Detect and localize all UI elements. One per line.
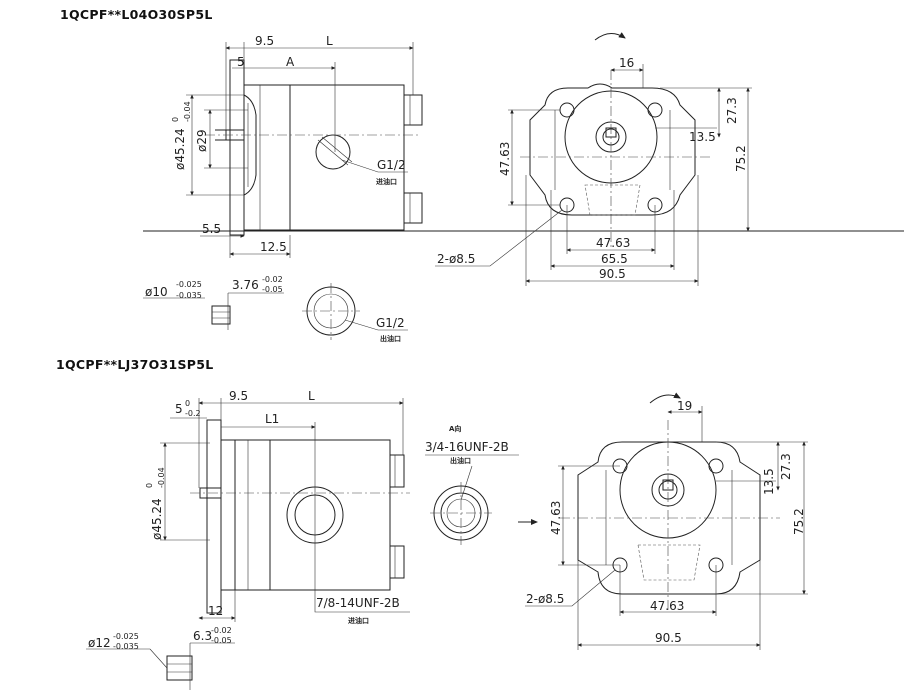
tol-5-lo: -0.2 — [185, 409, 201, 418]
side-view-2: 9.5 L 5 0 -0.2 L1 ø45.24 0 -0.04 12 7/8-… — [145, 389, 410, 625]
dim-13-5-2: 13.5 — [762, 468, 776, 495]
key-width-2: 6.3 — [193, 629, 212, 643]
dim-47-63-h-2: 47.63 — [650, 599, 684, 613]
shaft-diameter-1: ø10 — [145, 285, 168, 299]
dim-47-63-v-2: 47.63 — [549, 501, 563, 535]
dim-27-3-2: 27.3 — [779, 453, 793, 480]
dim-16: 16 — [619, 56, 634, 70]
outlet-label-2: 3/4-16UNF-2B — [425, 440, 509, 454]
outlet-detail-2: A向 3/4-16UNF-2B 出油口 — [425, 424, 519, 545]
outlet-detail-1: G1/2 出油口 — [302, 283, 408, 343]
shaft-detail-1: ø10 -0.025 -0.035 3.76 -0.02 -0.05 — [143, 275, 284, 330]
key-tol-lo-2: -0.05 — [211, 636, 232, 645]
view-a-label: A向 — [449, 424, 461, 433]
key-width-1: 3.76 — [232, 278, 259, 292]
tol-d45-hi-2: 0 — [145, 483, 154, 488]
holes-label-2: 2-ø8.5 — [526, 592, 564, 606]
dim-47-63-h-1: 47.63 — [596, 236, 630, 250]
outlet-label-1: G1/2 — [376, 316, 405, 330]
dim-L1: L1 — [265, 412, 279, 426]
dim-19: 19 — [677, 399, 692, 413]
tol-d45-lo: -0.04 — [183, 101, 192, 122]
shaft-detail-2: ø12 -0.025 -0.035 6.3 -0.02 -0.05 — [86, 626, 235, 690]
inlet-port-label-2: 7/8-14UNF-2B — [316, 596, 400, 610]
dim-75-2: 75.2 — [734, 145, 748, 172]
dim-12: 12 — [208, 604, 223, 618]
dim-9-5: 9.5 — [255, 34, 274, 48]
dim-d45: ø45.24 — [173, 128, 187, 170]
dim-65-5: 65.5 — [601, 252, 628, 266]
dim-27-3: 27.3 — [725, 97, 739, 124]
inlet-port-label-1: G1/2 — [377, 158, 406, 172]
dim-12-5: 12.5 — [260, 240, 287, 254]
front-view-1: 16 27.3 13.5 75.2 47.63 47.63 65.5 90.5 … — [435, 32, 752, 286]
rotation-arrow-icon-2 — [649, 392, 681, 404]
dim-90-5-2: 90.5 — [655, 631, 682, 645]
dim-d45-2: ø45.24 — [150, 498, 164, 540]
dim-L-2: L — [308, 389, 315, 403]
shaft-tol-hi-2: -0.025 — [113, 632, 139, 641]
tol-d45-lo-2: -0.04 — [157, 467, 166, 488]
shaft-diameter-2: ø12 — [88, 636, 111, 650]
outlet-cn-1: 出油口 — [380, 334, 401, 343]
dim-13-5: 13.5 — [689, 130, 716, 144]
inlet-port-cn-2: 进油口 — [348, 616, 369, 625]
key-tol-lo-1: -0.05 — [262, 285, 283, 294]
dim-5: 5 — [237, 55, 245, 69]
dim-A: A — [286, 55, 295, 69]
key-tol-hi-1: -0.02 — [262, 275, 283, 284]
dim-L: L — [326, 34, 333, 48]
dim-47-63-v-1: 47.63 — [498, 142, 512, 176]
outlet-cn-2: 出油口 — [450, 456, 471, 465]
side-view-1: 9.5 L 5 A ø45.24 0 -0.04 ø29 5.5 12.5 G1… — [143, 34, 904, 258]
key-tol-hi-2: -0.02 — [211, 626, 232, 635]
dim-5-5: 5.5 — [202, 222, 221, 236]
shaft-tol-hi-1: -0.025 — [176, 280, 202, 289]
dim-90-5-1: 90.5 — [599, 267, 626, 281]
inlet-port-cn-1: 进油口 — [376, 177, 397, 186]
shaft-tol-lo-2: -0.035 — [113, 642, 139, 651]
rotation-arrow-icon — [594, 32, 626, 41]
drawing-title-1: 1QCPF**L04O30SP5L — [60, 7, 213, 22]
dim-75-2-2: 75.2 — [792, 508, 806, 535]
drawing-title-2: 1QCPF**LJ37O31SP5L — [56, 357, 214, 372]
front-view-2: 19 27.3 13.5 75.2 47.63 47.63 90.5 2-ø8.… — [518, 392, 808, 650]
holes-label-1: 2-ø8.5 — [437, 252, 475, 266]
dim-9-5-2: 9.5 — [229, 389, 248, 403]
tol-d45-hi: 0 — [171, 117, 180, 122]
tol-5-hi: 0 — [185, 399, 190, 408]
dim-5-2: 5 — [175, 402, 183, 416]
dim-d29: ø29 — [195, 129, 209, 152]
shaft-tol-lo-1: -0.035 — [176, 291, 202, 300]
